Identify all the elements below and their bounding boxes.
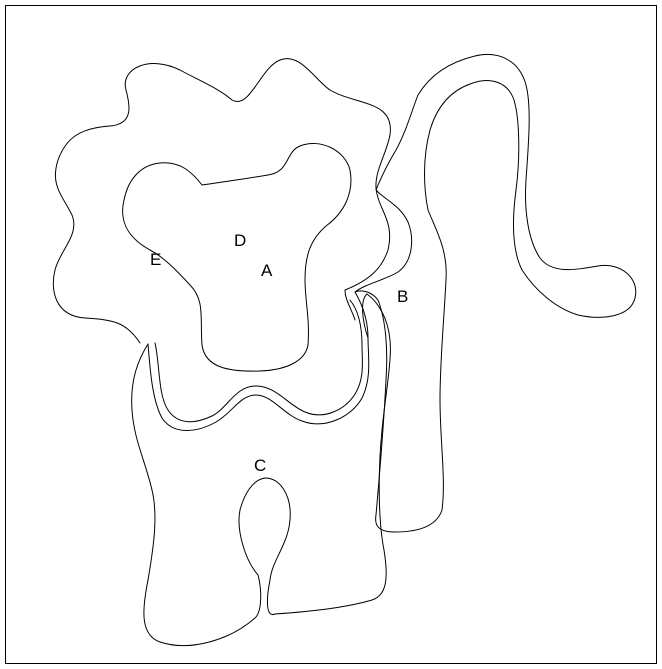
label-d: D [234,231,246,250]
outer-wavy-region [53,59,390,343]
band-inner-edge [148,292,369,431]
diagram-frame [6,6,657,664]
label-e: E [150,250,161,269]
label-b: B [397,287,408,306]
label-c: C [254,456,266,475]
label-a: A [261,261,273,280]
band-outer-edge [155,300,362,422]
